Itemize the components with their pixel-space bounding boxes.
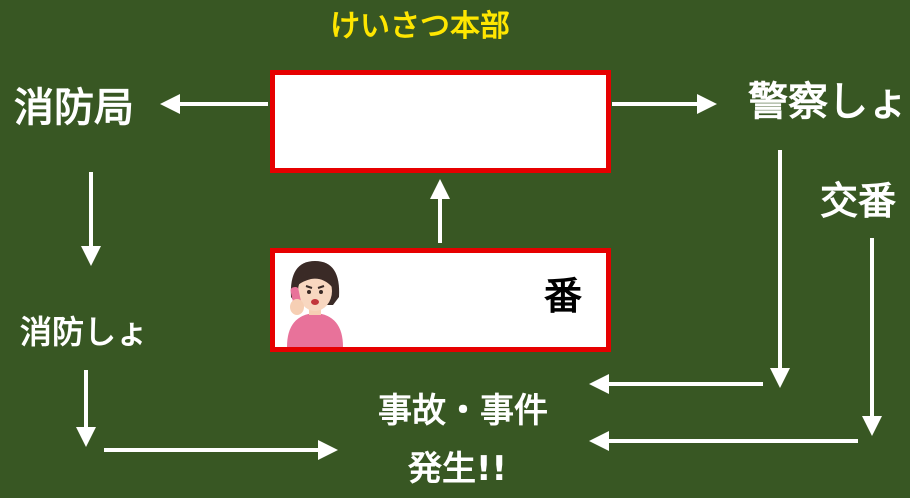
woman-on-phone-icon	[287, 261, 343, 347]
emergency-call-box: 番	[270, 248, 611, 352]
hq-title: けいさつ本部	[330, 9, 510, 44]
call-number-label: 番	[543, 274, 582, 318]
incident-label-line1: 事故・事件	[378, 391, 548, 431]
fire-station-label: 消防しょ	[20, 313, 149, 351]
police-station-label: 警察しょ	[748, 79, 908, 125]
koban-label: 交番	[820, 179, 897, 223]
hq-box	[270, 70, 611, 173]
incident-label-line2: 発生!!	[408, 449, 508, 489]
fire-department-label: 消防局	[14, 85, 134, 131]
